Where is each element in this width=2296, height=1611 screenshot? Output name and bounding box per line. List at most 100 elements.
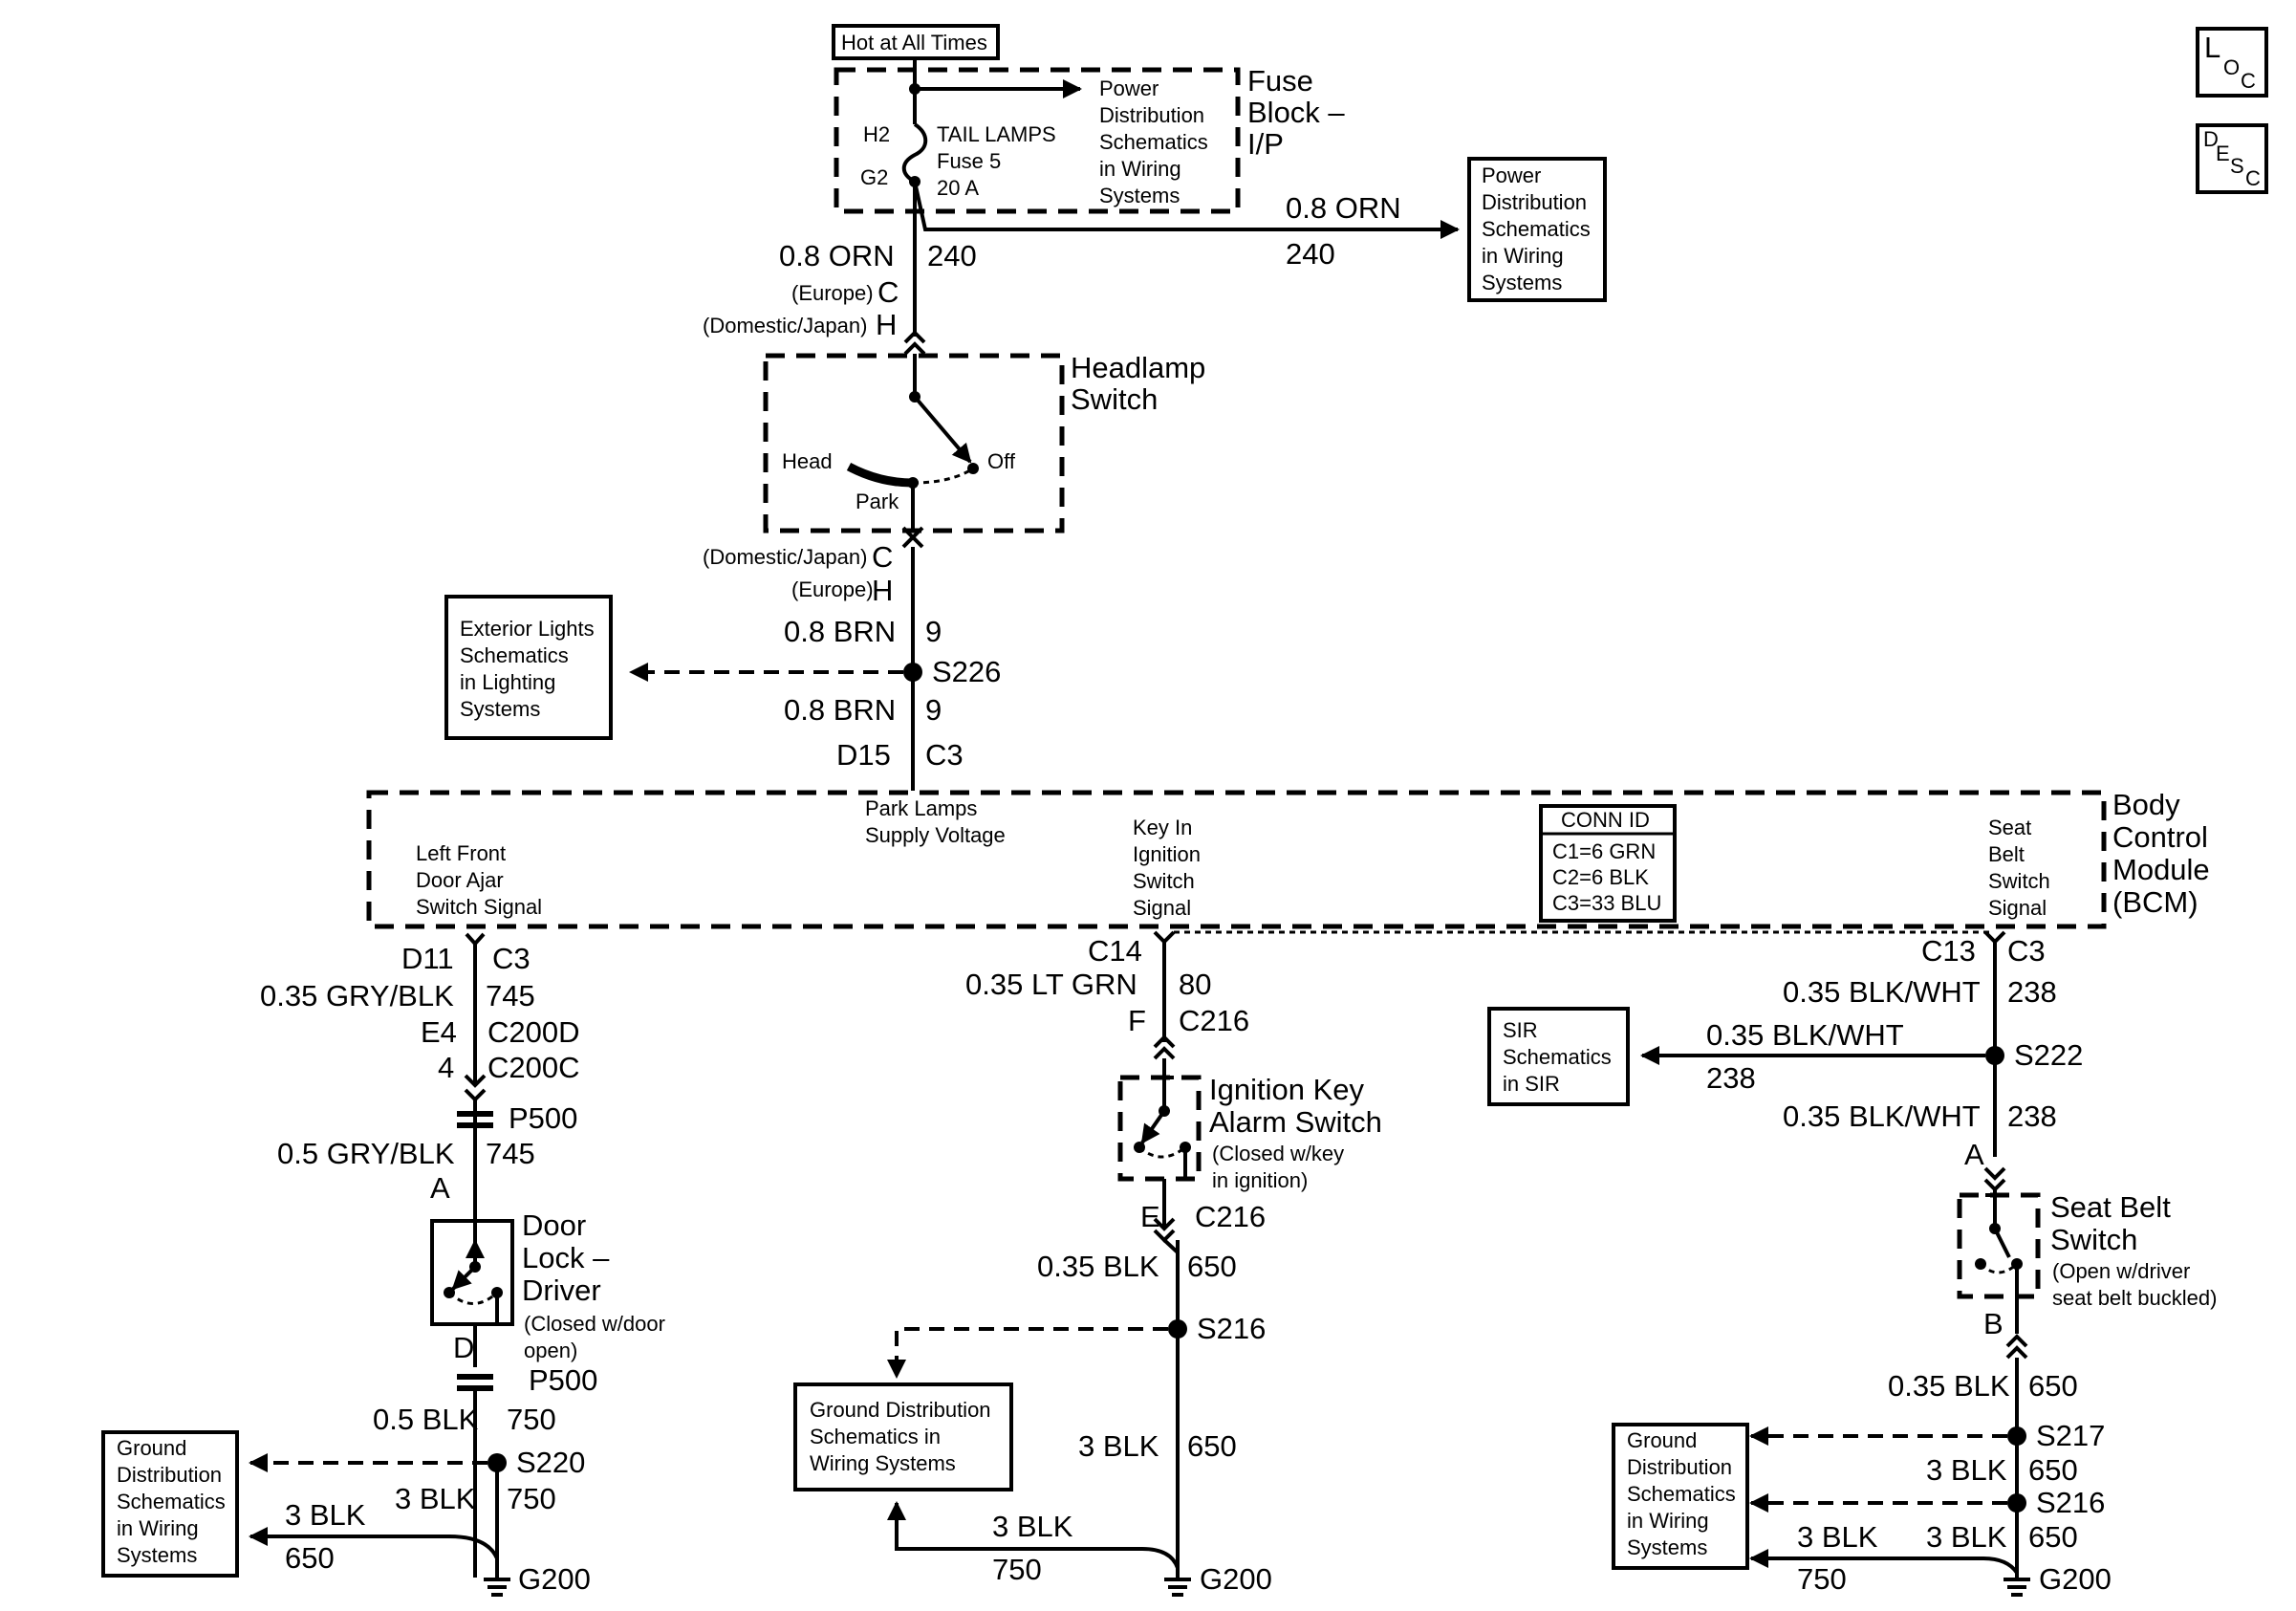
left-switch-label-1-label: Lock – [522, 1241, 610, 1274]
right-pin-a-label: A [1964, 1138, 1984, 1171]
wire-9-b-color-label: 0.8 BRN [784, 693, 896, 727]
hot-at-all-times-box: Hot at All Times [832, 24, 1000, 60]
wire-9-a-color-label: 0.8 BRN [784, 615, 896, 648]
left-w3-circuit-label: 750 [507, 1403, 556, 1436]
right-w1-circuit-label: 238 [2007, 975, 2057, 1009]
splice-s216-middle [1168, 1319, 1187, 1339]
headlamp-switch-label-1-label: Switch [1071, 382, 1158, 416]
ground-distribution-ref-box-right[interactable]: Ground Distribution Schematics in Wiring… [1612, 1423, 1749, 1570]
power-box-3-label: in Wiring [1482, 244, 1564, 268]
bcm-key-signal-1-label: Ignition [1133, 842, 1201, 866]
middle-bcm-pin-label: C14 [1088, 934, 1142, 968]
headlamp-switch: Headlamp Switch Head Off Park [763, 351, 1205, 533]
seat-belt-switch-icon [1957, 1192, 2041, 1299]
left-bcm-pin-label: D11 [401, 942, 454, 975]
left-ground-label: G200 [518, 1562, 591, 1596]
middle-switch-note-0-label: (Closed w/key [1212, 1142, 1344, 1165]
left-w5-color-label: 3 BLK [285, 1498, 366, 1532]
fuse-block-power-ref-1-label: Distribution [1099, 103, 1204, 127]
fuse-block-fuse-name-1-label: Fuse 5 [937, 149, 1001, 173]
headlamp-switch-park-label: Park [856, 490, 899, 513]
left-ground-box-3-label: in Wiring [117, 1516, 199, 1540]
splice-s216-right [2007, 1493, 2026, 1513]
hs-conn-top-dom-pin-label: H [876, 308, 897, 341]
right-switch-label-1-label: Switch [2050, 1223, 2137, 1256]
left-w2-color-label: 0.5 GRY/BLK [277, 1137, 455, 1170]
wire-9-a-circuit-label: 9 [925, 615, 942, 648]
left-w2-circuit-label: 745 [486, 1137, 535, 1170]
bcm-label-1-label: Control [2112, 820, 2208, 854]
right-switch-label-0-label: Seat Belt [2050, 1190, 2171, 1224]
bcm-seat-signal-3-label: Signal [1988, 896, 2047, 920]
left-switch-label-2-label: Driver [522, 1274, 601, 1307]
right-bcm-conn-label: C3 [2007, 934, 2046, 968]
ground-distribution-ref-box-left[interactable]: Ground Distribution Schematics in Wiring… [101, 1430, 239, 1578]
middle-switch-label-0-label: Ignition Key [1209, 1073, 1364, 1106]
left-c200c-label: C200C [487, 1051, 580, 1084]
hs-conn-top-dom-label: (Domestic/Japan) [703, 314, 867, 337]
power-box-0-label: Power [1482, 163, 1541, 187]
fuse-block-g2-label: G2 [860, 165, 888, 189]
bcm-door-signal-2-label: Switch Signal [416, 895, 542, 919]
right-pin-b-label: B [1983, 1307, 2004, 1340]
power-box-2-label: Schematics [1482, 217, 1591, 241]
fuse-block-power-ref-4-label: Systems [1099, 184, 1180, 207]
desc-icon-e-label: E [2216, 142, 2230, 165]
fuse-block-label-2-label: I/P [1247, 127, 1284, 161]
right-w2-color-label: 0.35 BLK/WHT [1783, 1099, 1981, 1133]
ground-g200-middle-icon [1164, 1578, 1191, 1597]
left-switch-note-0-label: (Closed w/door [524, 1312, 665, 1336]
middle-w1-color-label: 0.35 LT GRN [965, 968, 1137, 1001]
door-lock-switch-icon [430, 1219, 514, 1326]
power-distribution-ref-box[interactable]: Power Distribution Schematics in Wiring … [1467, 157, 1607, 302]
fuse-block-fuse-name-2-label: 20 A [937, 176, 979, 200]
bcm-label-2-label: Module [2112, 853, 2210, 886]
ext-box-0-label: Exterior Lights [460, 617, 595, 641]
fuse-block-label-1-label: Block – [1247, 96, 1345, 129]
right-ground-box-0-label: Ground [1627, 1428, 1697, 1452]
loc-icon[interactable]: L O C [2196, 27, 2268, 98]
wire-240-right-circuit-label: 240 [1286, 237, 1335, 271]
fuse-icon [901, 122, 928, 184]
right-w4-circuit-label: 650 [2028, 1453, 2078, 1487]
title-top-label: Hot at All Times [841, 31, 987, 54]
right-splice-b-label: S217 [2036, 1419, 2105, 1452]
right-w6-circuit-label: 750 [1797, 1562, 1847, 1596]
fuse-block-power-ref-3-label: in Wiring [1099, 157, 1181, 181]
sir-ref-box[interactable]: SIR Schematics in SIR [1487, 1007, 1630, 1106]
bcm-seat-signal-0-label: Seat [1988, 816, 2031, 839]
left-ground-box-2-label: Schematics [117, 1490, 226, 1513]
bcm-park-signal-0-label: Park Lamps [865, 796, 977, 820]
exterior-lights-ref-box[interactable]: Exterior Lights Schematics in Lighting S… [444, 595, 613, 740]
middle-ground-box-0-label: Ground Distribution [810, 1398, 991, 1422]
left-w1-color-label: 0.35 GRY/BLK [260, 979, 454, 1012]
right-w4-color-label: 3 BLK [1926, 1453, 2007, 1487]
middle-ground-box-2-label: Wiring Systems [810, 1451, 956, 1475]
right-w5-circuit-label: 650 [2028, 1520, 2078, 1554]
middle-branch: C14 0.35 LT GRN 80 F C216 Ignition Key A… [793, 930, 1993, 1597]
bcm-door-signal-1-label: Door Ajar [416, 868, 504, 892]
middle-ground-label: G200 [1200, 1562, 1272, 1596]
left-w1-circuit-label: 745 [486, 979, 535, 1012]
left-bcm-conn-label: C3 [492, 942, 531, 975]
left-pin-a-label: A [430, 1171, 450, 1205]
fuse-block-label-0-label: Fuse [1247, 64, 1313, 98]
middle-c216-pin-e-label: E [1140, 1200, 1160, 1233]
fuse-block-power-ref-0-label: Power [1099, 76, 1159, 100]
right-sir-box-2-label: in SIR [1503, 1072, 1560, 1096]
middle-w4-circuit-label: 750 [992, 1553, 1042, 1586]
desc-icon-s-label: S [2230, 154, 2244, 178]
loc-icon-o-label: O [2223, 55, 2240, 79]
left-w4-circuit-label: 750 [507, 1482, 556, 1515]
right-w3-circuit-label: 650 [2028, 1369, 2078, 1403]
desc-icon[interactable]: D E S C [2196, 123, 2268, 194]
ground-distribution-ref-box-middle[interactable]: Ground Distribution Schematics in Wiring… [793, 1382, 1013, 1491]
right-ground-label: G200 [2039, 1562, 2112, 1596]
middle-ground-box-1-label: Schematics in [810, 1425, 941, 1448]
connector-icon [903, 330, 926, 344]
middle-c216-b-label: C216 [1195, 1200, 1266, 1233]
right-w5-color-label: 3 BLK [1926, 1520, 2007, 1554]
headlamp-switch-head-label: Head [782, 449, 833, 473]
